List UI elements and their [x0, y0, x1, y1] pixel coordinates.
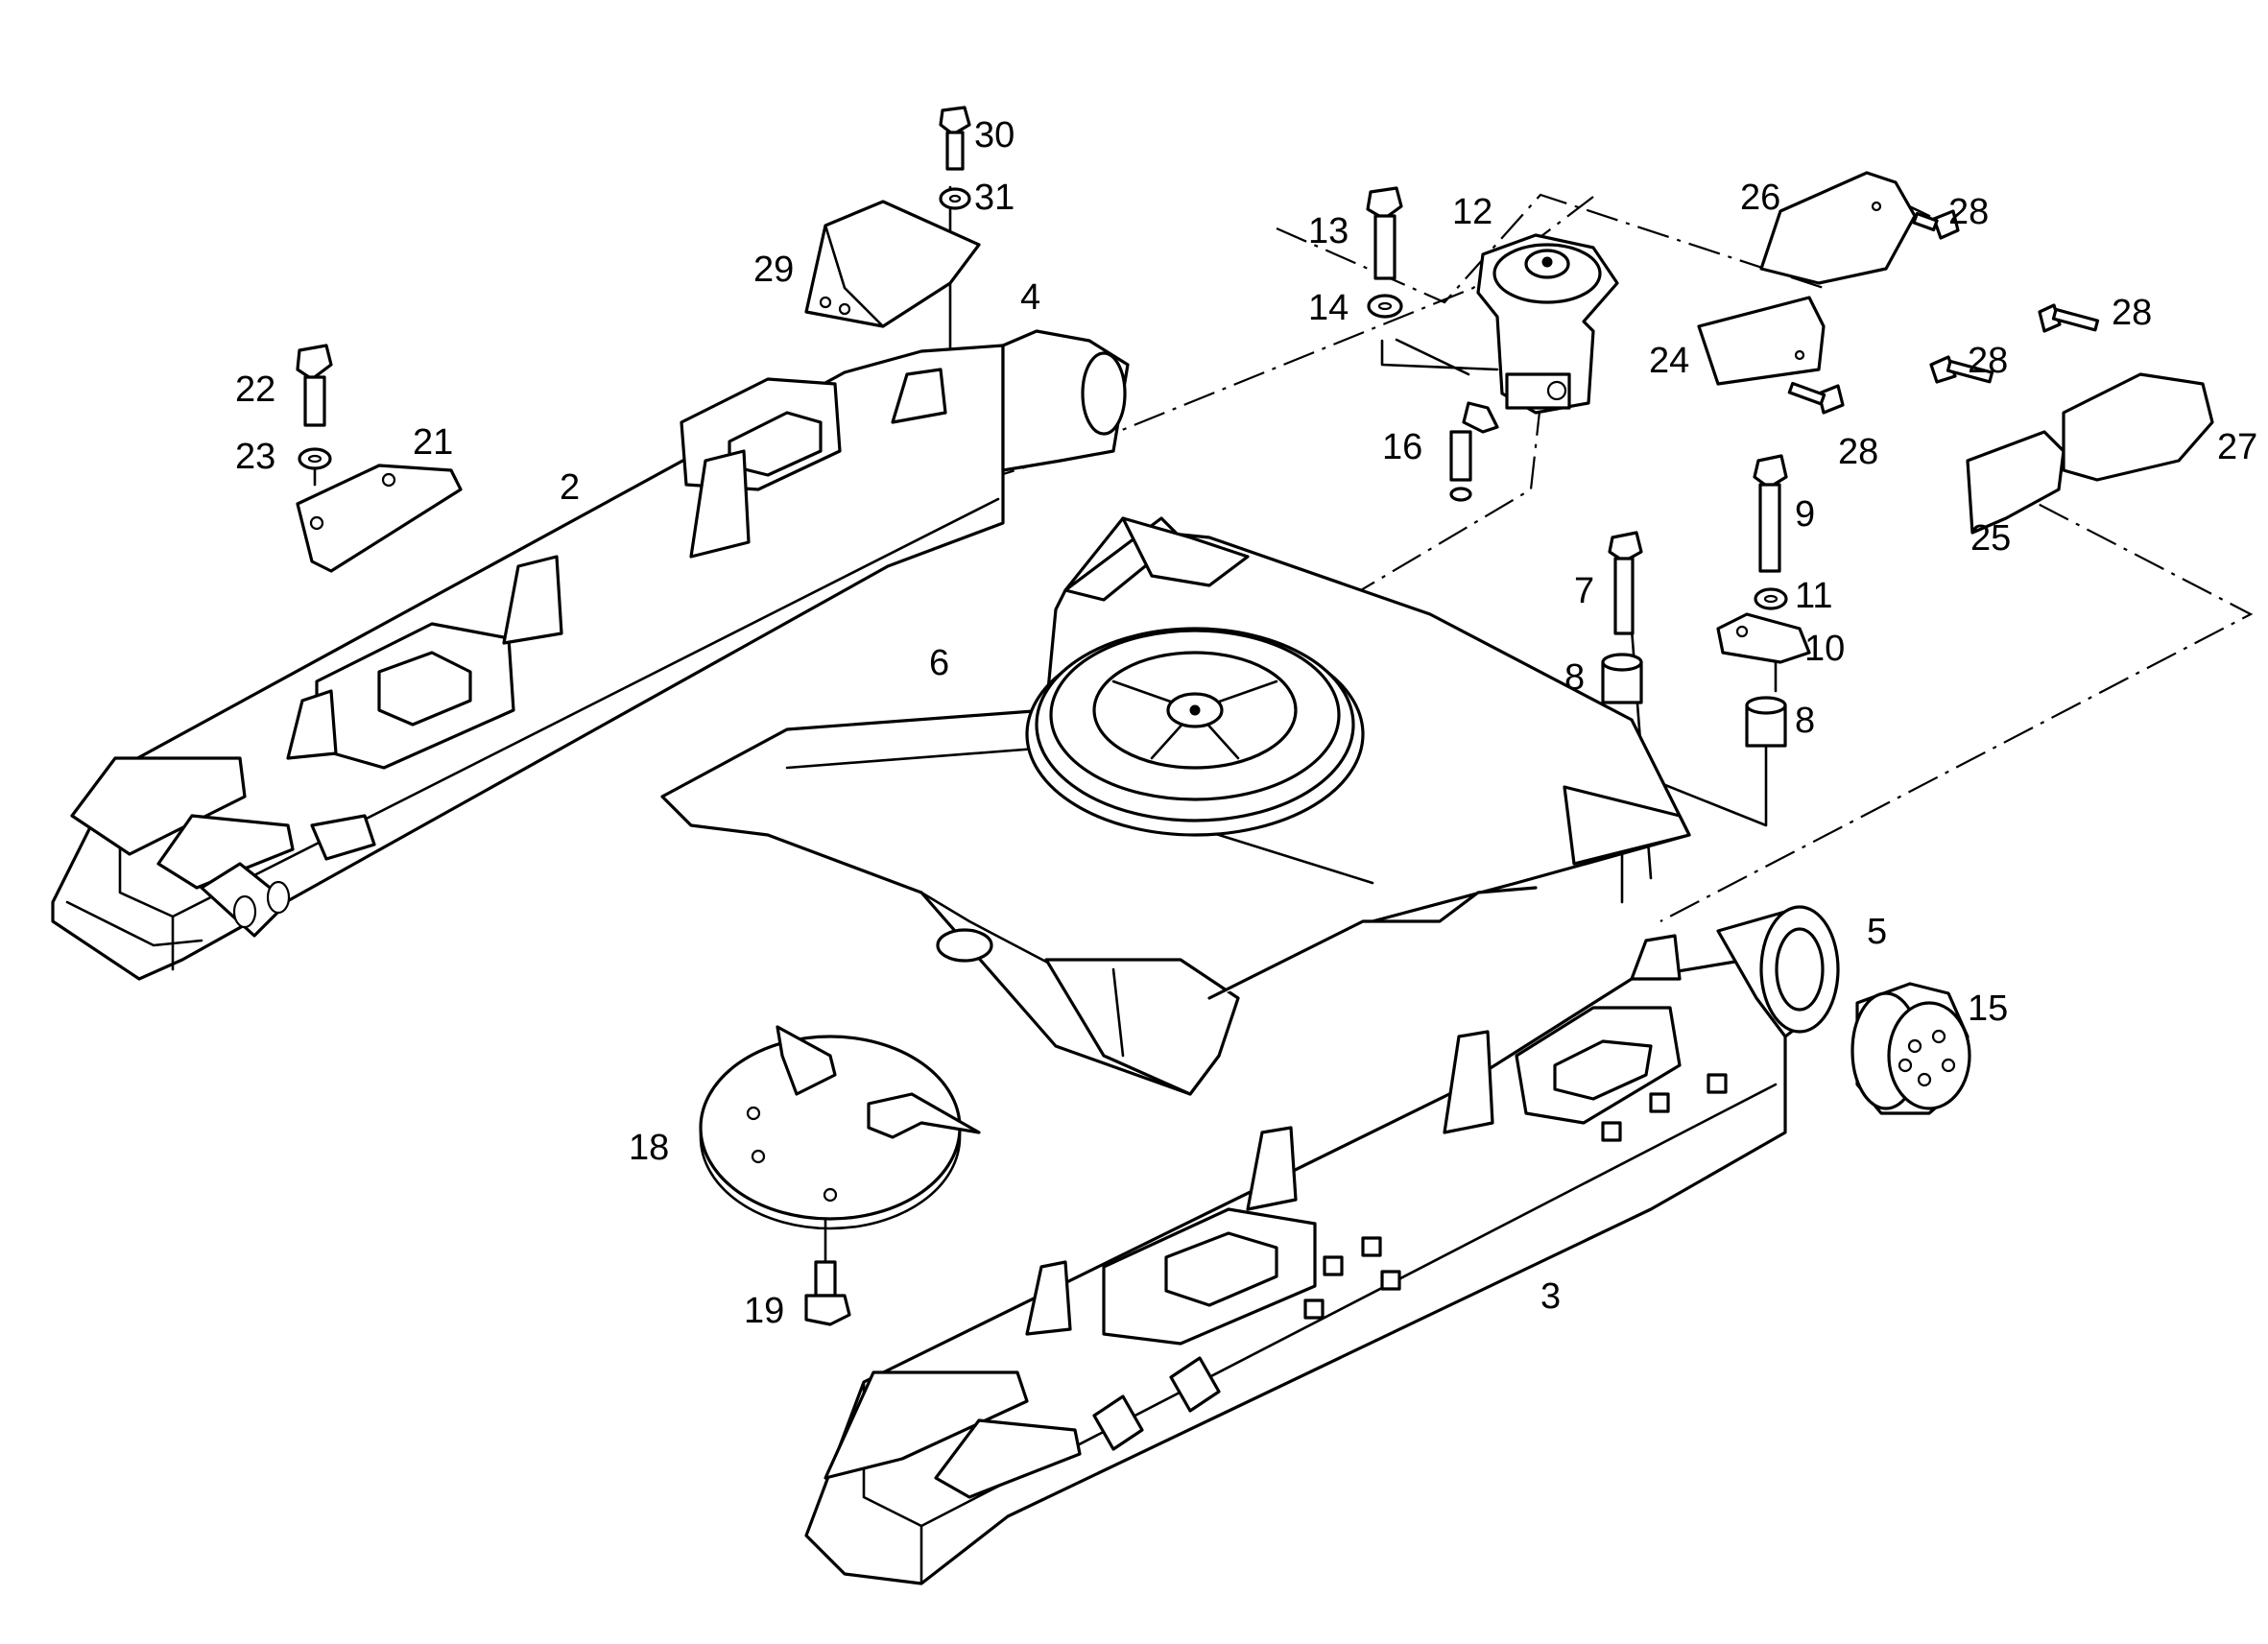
callout-16: 16 [1382, 427, 1422, 467]
callout-6: 6 [929, 643, 949, 683]
bolt-9 [1753, 454, 1788, 573]
cover-27 [2062, 372, 2214, 482]
cover-25 [1966, 430, 2065, 535]
callout-28b: 28 [2112, 293, 2152, 333]
callout-12: 12 [1452, 192, 1492, 232]
callout-22: 22 [235, 369, 275, 410]
cover-24 [1697, 296, 1826, 386]
plate-21 [296, 464, 463, 573]
callout-7: 7 [1574, 571, 1594, 611]
callout-5: 5 [1867, 912, 1887, 952]
bolt-19 [804, 1260, 851, 1326]
bolt-22 [296, 344, 333, 427]
callout-14: 14 [1308, 288, 1349, 328]
callout-2: 2 [560, 467, 580, 508]
callout-8a: 8 [1564, 657, 1585, 698]
callout-3: 3 [1540, 1276, 1561, 1317]
washer-11 [1754, 587, 1788, 610]
callout-labels: 2 3 4 5 6 7 8 8 9 10 11 12 13 14 15 16 1… [235, 115, 2257, 1331]
washer-23 [298, 447, 332, 470]
spacer-8-a [1601, 653, 1643, 704]
callout-29: 29 [753, 250, 794, 290]
final-drive [1850, 982, 1971, 1115]
left-track-frame [51, 329, 1130, 981]
fitting-16 [1449, 401, 1499, 502]
callout-13: 13 [1308, 211, 1349, 251]
callout-19: 19 [744, 1291, 784, 1331]
callout-10: 10 [1804, 629, 1845, 669]
bolt-7 [1608, 531, 1643, 635]
bolt-28-b [2038, 303, 2100, 333]
callout-18: 18 [629, 1128, 669, 1168]
callout-8b: 8 [1795, 701, 1815, 741]
callout-15: 15 [1968, 989, 2008, 1029]
cover-26 [1759, 171, 1917, 285]
spacer-8-b [1745, 696, 1787, 748]
plate-10 [1716, 612, 1811, 664]
bolt-28-d [1787, 381, 1845, 415]
bolt-13 [1366, 186, 1403, 280]
callout-26: 26 [1740, 178, 1780, 218]
right-track-frame [804, 905, 1840, 1585]
slew-ring [1025, 627, 1365, 837]
rotary-joint [1476, 233, 1619, 415]
callout-27: 27 [2217, 427, 2257, 467]
callout-24: 24 [1649, 341, 1689, 381]
callout-28a: 28 [1948, 192, 1989, 232]
washer-14 [1367, 294, 1403, 319]
callout-11: 11 [1795, 576, 1832, 616]
callout-9: 9 [1795, 494, 1815, 535]
callout-31: 31 [974, 178, 1015, 218]
bolt-30 [939, 106, 971, 171]
callout-23: 23 [235, 437, 275, 477]
callout-21: 21 [413, 422, 453, 463]
callout-30: 30 [974, 115, 1015, 155]
callout-28c: 28 [1968, 341, 2008, 381]
bolt-28-a [1912, 209, 1960, 240]
bracket-29 [804, 200, 981, 328]
callout-25: 25 [1970, 518, 2011, 559]
cover-plate [699, 1025, 981, 1230]
callout-4: 4 [1020, 277, 1040, 318]
bolt-28-c [1929, 355, 1994, 384]
washer-31 [939, 187, 971, 210]
callout-28d: 28 [1838, 432, 1878, 472]
